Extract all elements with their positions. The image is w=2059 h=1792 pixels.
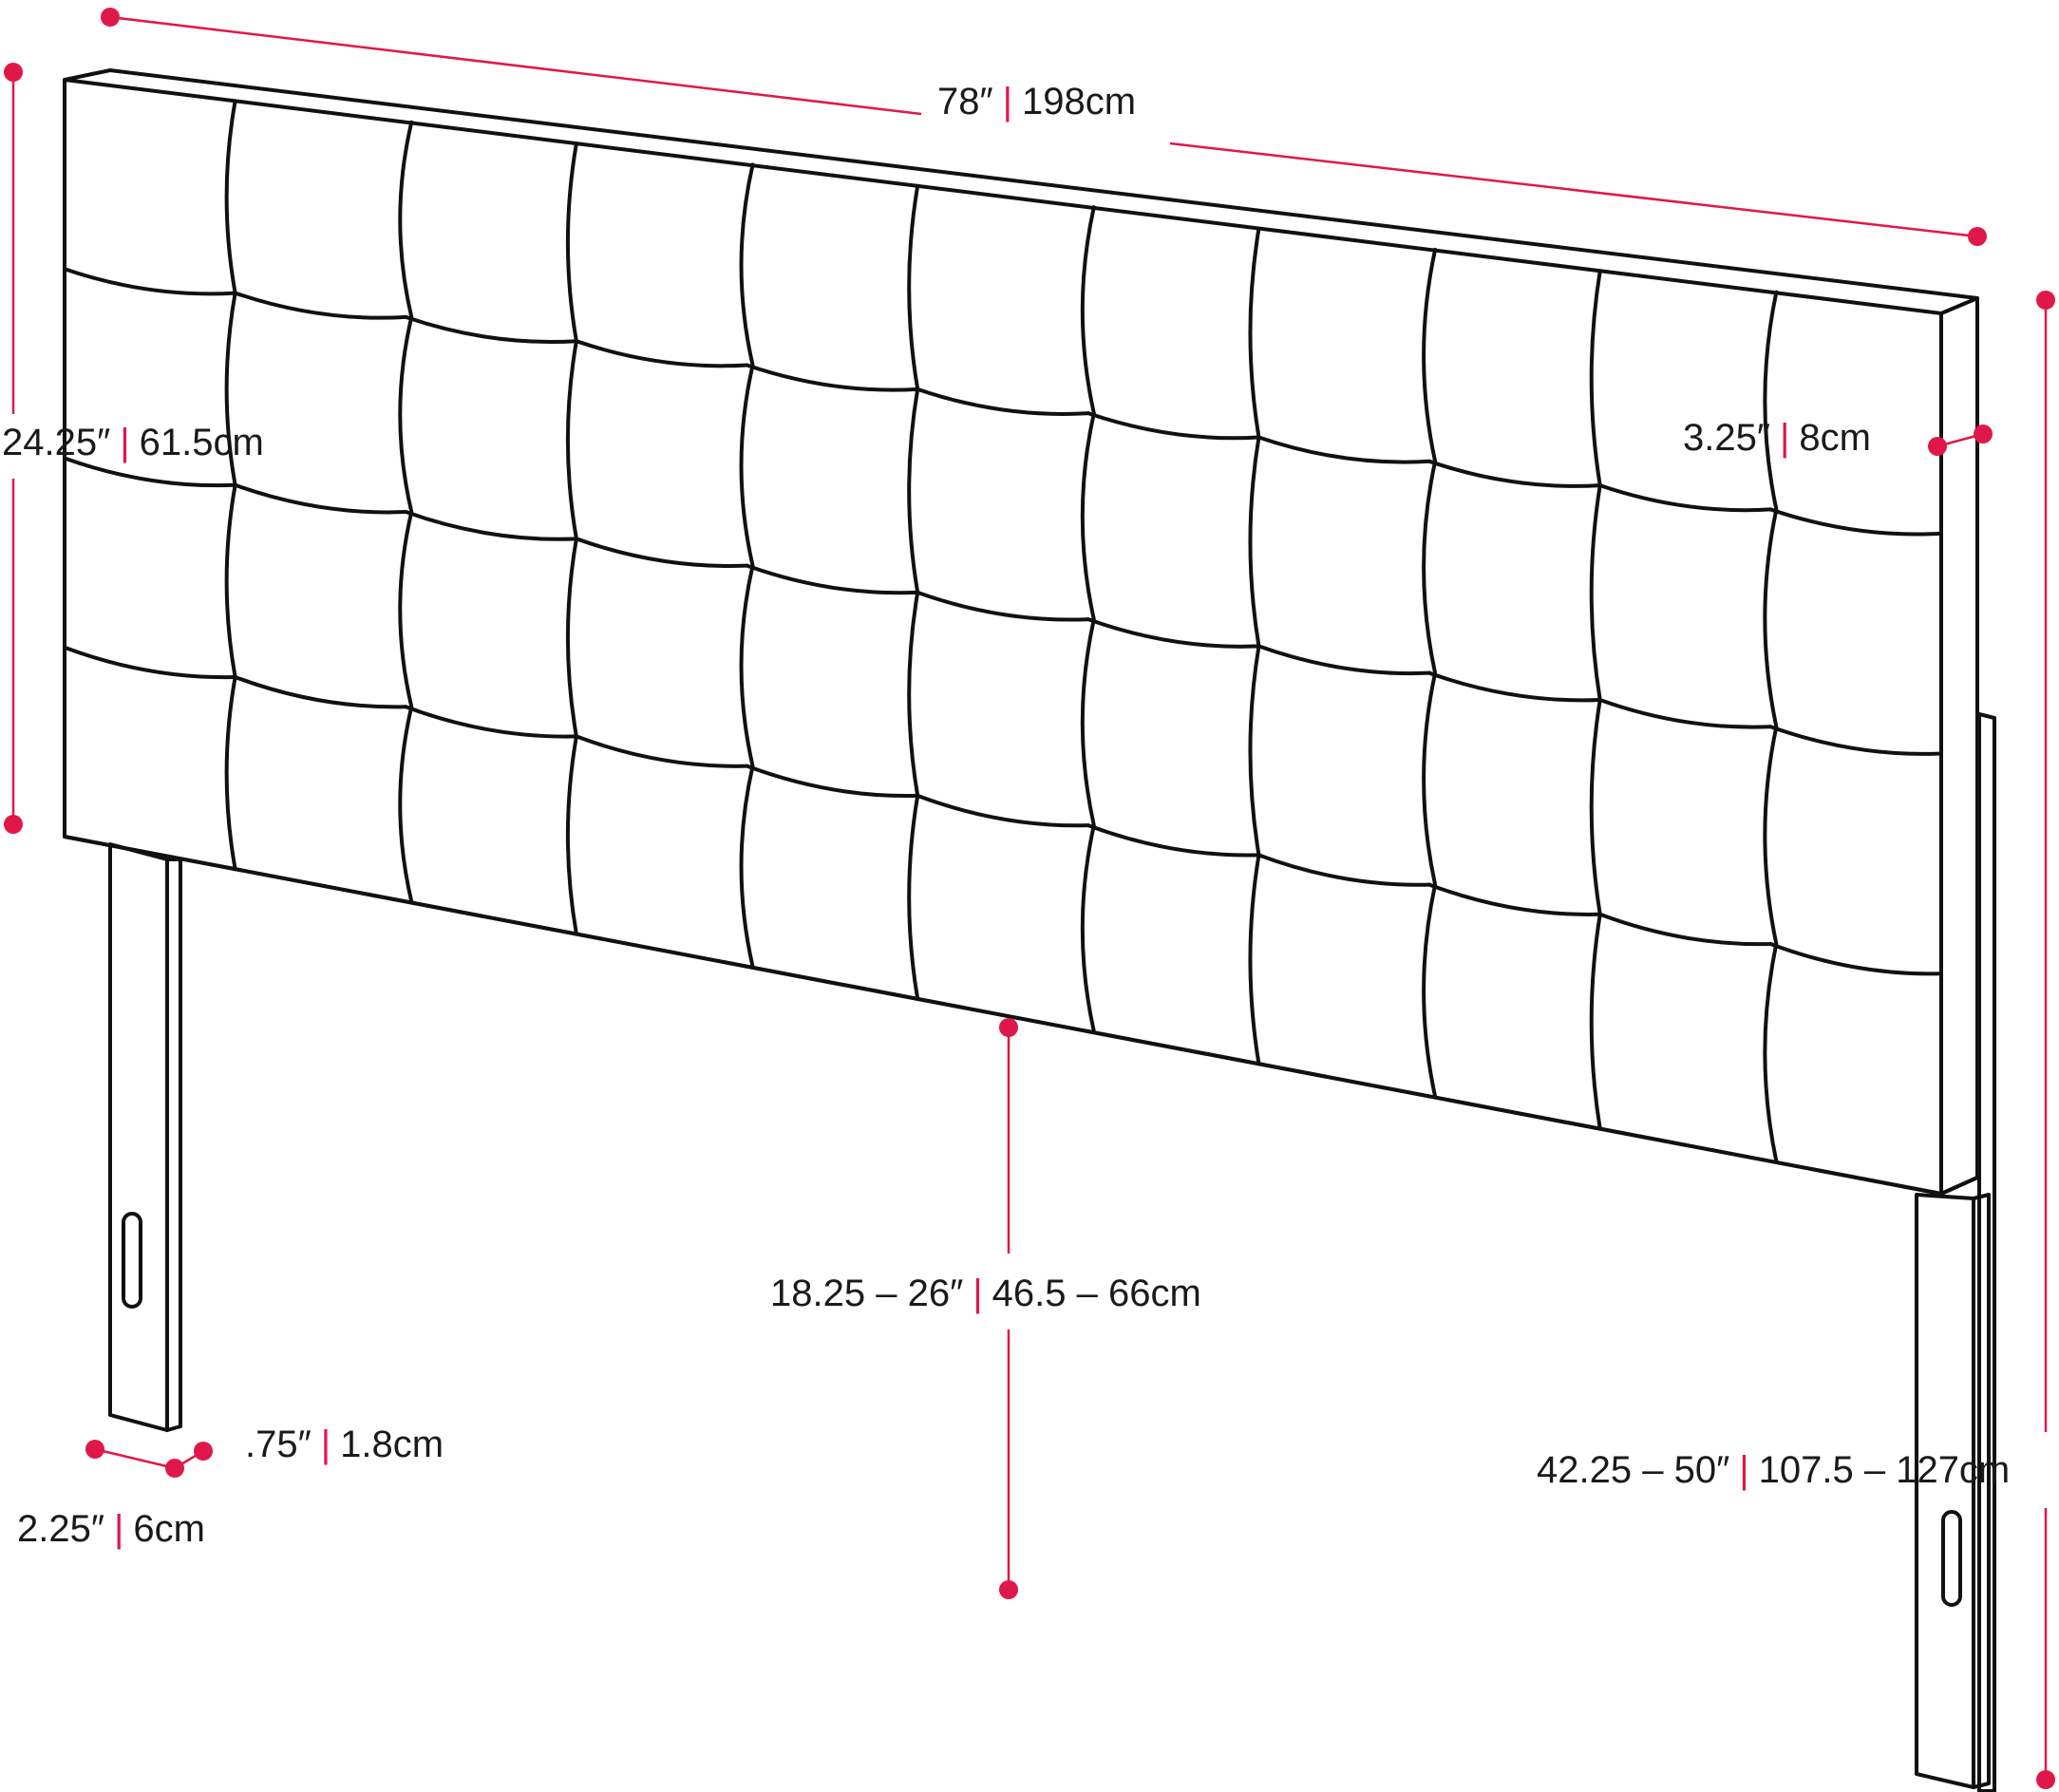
leg-corner-dot xyxy=(165,1459,184,1478)
panel-height-end-dot xyxy=(4,815,23,834)
left-leg xyxy=(108,842,182,1432)
tuft-seam-horizontal xyxy=(1597,697,1773,729)
width-label: 78″|198cm xyxy=(937,83,1136,121)
label-separator: | xyxy=(1780,417,1790,459)
total-height-imperial: 42.25 – 50″ xyxy=(1537,1449,1730,1491)
width-imperial: 78″ xyxy=(937,81,993,123)
tuft-seam-horizontal xyxy=(404,510,578,541)
tuft-seam-horizontal xyxy=(1086,617,1261,649)
depth-end-dot xyxy=(1928,437,1947,456)
leg-thickness-end-dot xyxy=(194,1442,213,1461)
leg-width-metric: 6cm xyxy=(133,1508,205,1550)
tuft-seam-horizontal xyxy=(233,291,408,320)
tuft-seam-horizontal xyxy=(574,734,749,768)
right-leg-slot xyxy=(1941,1510,1962,1607)
tuft-seam-horizontal xyxy=(916,793,1090,828)
tuft-seam-horizontal xyxy=(233,674,408,709)
tuft-seam-horizontal xyxy=(1086,411,1261,441)
tuft-seam-horizontal xyxy=(233,482,408,515)
leg-width-label: 2.25″|6cm xyxy=(17,1510,205,1548)
tuft-seam-horizontal xyxy=(916,590,1090,622)
leg-width-imperial: 2.25″ xyxy=(17,1508,105,1550)
tuft-seam-horizontal xyxy=(745,563,920,595)
width-metric: 198cm xyxy=(1022,81,1137,123)
tuft-seam-horizontal xyxy=(1597,912,1773,947)
depth-label: 3.25″|8cm xyxy=(1683,419,1871,457)
tuft-seam-horizontal xyxy=(1256,644,1432,676)
right-rear-leg xyxy=(1977,712,1996,1792)
tuft-seam-horizontal xyxy=(745,363,920,392)
leg-thickness-metric: 1.8cm xyxy=(340,1424,444,1465)
leg-width-dimension-line xyxy=(94,1447,176,1470)
leg-width-end-dot xyxy=(85,1440,104,1459)
total-height-end-dot xyxy=(2036,1770,2055,1789)
width-dimension-line xyxy=(109,15,922,116)
left-leg-slot xyxy=(122,1212,142,1309)
tuft-seam-horizontal xyxy=(574,537,749,568)
panel-height-imperial: 24.25″ xyxy=(2,422,111,463)
label-separator: | xyxy=(114,1508,124,1550)
depth-metric: 8cm xyxy=(1799,417,1871,459)
leg-thickness-label: .75″|1.8cm xyxy=(245,1425,444,1463)
tuft-seam-horizontal xyxy=(63,456,237,488)
floor-clearance-end-dot xyxy=(999,1580,1018,1599)
tuft-seam-horizontal xyxy=(916,387,1090,416)
floor-clearance-imperial: 18.25 – 26″ xyxy=(770,1273,964,1314)
headboard-panel-body xyxy=(63,68,1979,1196)
tuft-seam-horizontal xyxy=(63,267,237,296)
label-separator: | xyxy=(120,422,130,463)
dimension-lines xyxy=(4,8,2055,1789)
leg-thickness-imperial: .75″ xyxy=(245,1424,312,1465)
tuft-seam-horizontal xyxy=(1768,507,1943,537)
width-end-dot xyxy=(101,8,120,27)
panel-height-label: 24.25″|61.5cm xyxy=(2,424,264,462)
tuft-seam-horizontal xyxy=(1768,942,1943,976)
label-separator: | xyxy=(973,1273,983,1314)
tuft-seam-horizontal xyxy=(404,314,578,344)
tuft-seam-horizontal xyxy=(1086,823,1261,858)
label-separator: | xyxy=(1002,81,1013,123)
tuft-seam-horizontal xyxy=(404,705,578,739)
panel-height-end-dot xyxy=(4,63,23,82)
total-height-end-dot xyxy=(2036,291,2055,310)
floor-clearance-metric: 46.5 – 66cm xyxy=(992,1273,1201,1314)
depth-end-dot xyxy=(1974,424,1993,443)
tuft-seam-horizontal xyxy=(1427,670,1602,703)
label-separator: | xyxy=(1739,1449,1749,1491)
floor-clearance-end-dot xyxy=(999,1018,1018,1037)
total-height-metric: 107.5 – 127cm xyxy=(1758,1449,2011,1491)
tuft-seam-horizontal xyxy=(1256,853,1432,887)
width-dimension-line xyxy=(1169,141,1978,238)
total-height-label: 42.25 – 50″|107.5 – 127cm xyxy=(1537,1451,2010,1489)
panel-height-metric: 61.5cm xyxy=(139,422,264,463)
depth-imperial: 3.25″ xyxy=(1683,417,1771,459)
tuft-seam-horizontal xyxy=(1256,435,1432,464)
tuft-seam-horizontal xyxy=(745,764,920,799)
tuft-seam-horizontal xyxy=(63,645,237,680)
panel-bottom-edge xyxy=(1939,1176,1979,1196)
tuft-seam-horizontal xyxy=(1427,882,1602,916)
tuft-seam-horizontal xyxy=(574,339,749,368)
tuft-seam-horizontal xyxy=(1427,459,1602,488)
tuft-seam-horizontal xyxy=(1768,725,1943,756)
floor-clearance-label: 18.25 – 26″|46.5 – 66cm xyxy=(770,1274,1201,1312)
label-separator: | xyxy=(320,1424,331,1465)
panel-top-edge xyxy=(1939,296,1979,315)
tufting-pattern xyxy=(63,99,1943,1163)
width-end-dot xyxy=(1968,227,1987,246)
tuft-seam-horizontal xyxy=(1597,483,1773,513)
headboard-outline xyxy=(63,68,1996,1792)
